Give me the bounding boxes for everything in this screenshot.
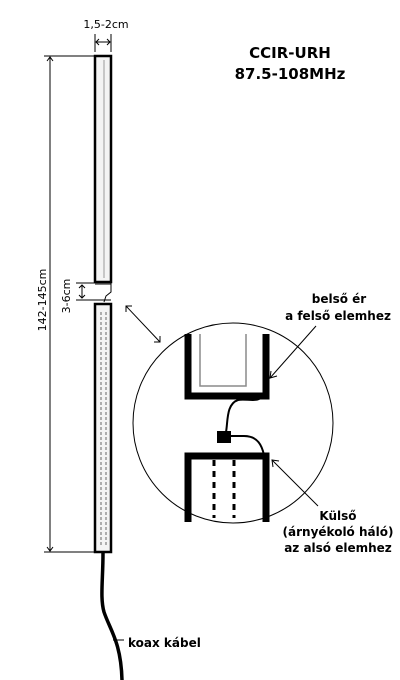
- inner-conductor-pointer: [269, 325, 317, 379]
- outer-shield-label-1: Külső: [319, 509, 356, 523]
- title-band: CCIR-URH: [249, 44, 331, 62]
- title-frequency: 87.5-108MHz: [235, 65, 346, 83]
- outer-shield-label-3: az alsó elemhez: [284, 541, 392, 555]
- length-dimension-arrow: [44, 55, 95, 553]
- width-dimension-arrow: [94, 34, 112, 52]
- detail-callout-arrow: [125, 305, 161, 343]
- detail-magnifier: [132, 322, 334, 524]
- upper-element: [93, 54, 113, 284]
- coax-cable: [100, 552, 124, 680]
- outer-shield-label-2: (árnyékoló háló): [283, 525, 394, 539]
- inner-conductor-label-2: a felső elemhez: [285, 309, 391, 323]
- outer-shield-pointer: [271, 459, 319, 507]
- width-dimension-label: 1,5-2cm: [83, 18, 128, 31]
- lower-element: [93, 302, 113, 554]
- coax-label: koax kábel: [128, 636, 201, 650]
- gap-dimension-arrow: [76, 282, 95, 301]
- feed-wire-small: [103, 282, 112, 303]
- inner-conductor-label-1: belső ér: [312, 292, 367, 306]
- gap-dimension-label: 3-6cm: [60, 279, 73, 314]
- length-dimension-label: 142-145cm: [36, 269, 49, 332]
